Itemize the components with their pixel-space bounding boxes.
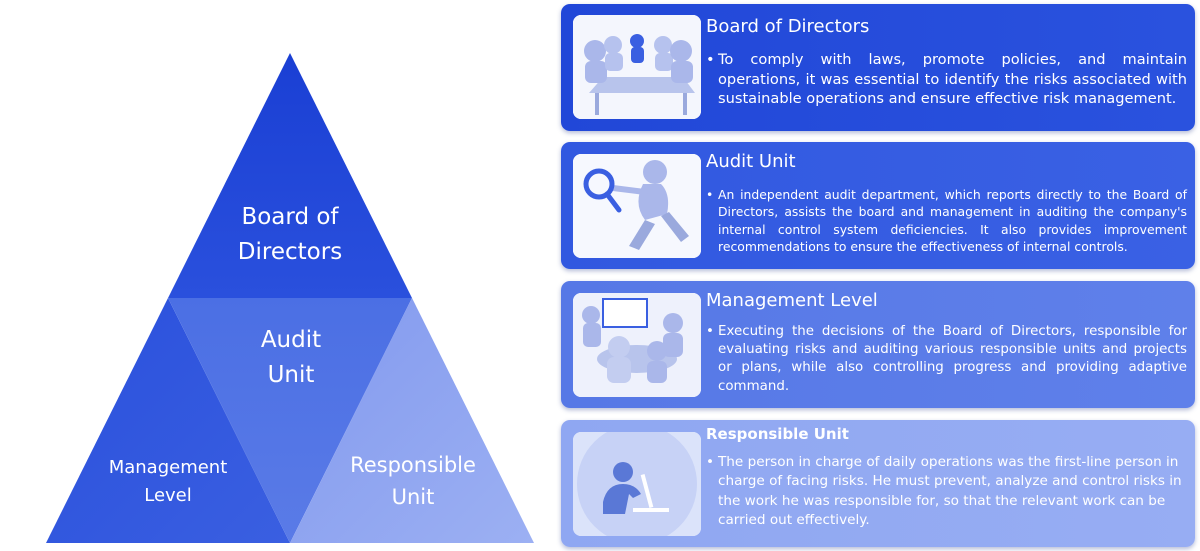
- card-title: Responsible Unit: [706, 425, 849, 443]
- pyramid-top-segment: [168, 53, 412, 298]
- risk-governance-pyramid: [46, 53, 534, 543]
- card-board-of-directors: Board of Directors • To comply with laws…: [561, 4, 1195, 131]
- card-description: • An independent audit department, which…: [706, 186, 1187, 256]
- pyramid-label-responsible-line2: Unit: [391, 484, 435, 509]
- pyramid-label-audit-line2: Unit: [267, 361, 315, 388]
- card-description-text: Executing the decisions of the Board of …: [718, 324, 1187, 394]
- card-responsible-unit: Responsible Unit • The person in charge …: [561, 420, 1195, 547]
- card-title: Audit Unit: [706, 151, 796, 172]
- card-description-text: To comply with laws, promote policies, a…: [718, 51, 1187, 107]
- pyramid-label-management-line1: Management: [108, 457, 228, 478]
- pyramid-left-segment: [46, 298, 290, 543]
- pyramid-right-segment: [290, 298, 534, 543]
- pyramid-middle-segment: [168, 298, 412, 543]
- card-description-text: An independent audit department, which r…: [718, 187, 1187, 255]
- team-meeting-icon: [573, 293, 701, 397]
- bullet-marker: •: [706, 187, 714, 202]
- pyramid-label-board-line2: Directors: [237, 238, 343, 265]
- person-at-computer-icon: [573, 432, 701, 536]
- bullet-marker: •: [706, 51, 715, 68]
- pyramid-label-audit: Audit Unit: [211, 323, 371, 392]
- pyramid-label-board-line1: Board of: [241, 204, 339, 230]
- bullet-marker: •: [706, 324, 714, 339]
- card-description: • The person in charge of daily operatio…: [706, 453, 1187, 531]
- pyramid-label-management-line2: Level: [144, 484, 192, 506]
- card-description-text: The person in charge of daily operations…: [718, 454, 1182, 529]
- pyramid-label-board: Board of Directors: [210, 200, 370, 269]
- card-management-level: Management Level • Executing the decisio…: [561, 281, 1195, 408]
- pyramid-label-management: Management Level: [88, 454, 248, 510]
- pyramid-label-audit-line1: Audit: [260, 327, 322, 353]
- pyramid-label-responsible-line1: Responsible: [350, 453, 476, 477]
- card-title: Management Level: [706, 290, 878, 311]
- pyramid-label-responsible: Responsible Unit: [333, 450, 493, 513]
- magnifying-glass-inspector-icon: [573, 154, 701, 258]
- card-description: • To comply with laws, promote policies,…: [706, 50, 1187, 109]
- card-audit-unit: Audit Unit • An independent audit depart…: [561, 142, 1195, 269]
- boardroom-meeting-icon: [573, 15, 701, 119]
- card-description: • Executing the decisions of the Board o…: [706, 323, 1187, 396]
- bullet-marker: •: [706, 454, 715, 470]
- card-title: Board of Directors: [706, 16, 870, 37]
